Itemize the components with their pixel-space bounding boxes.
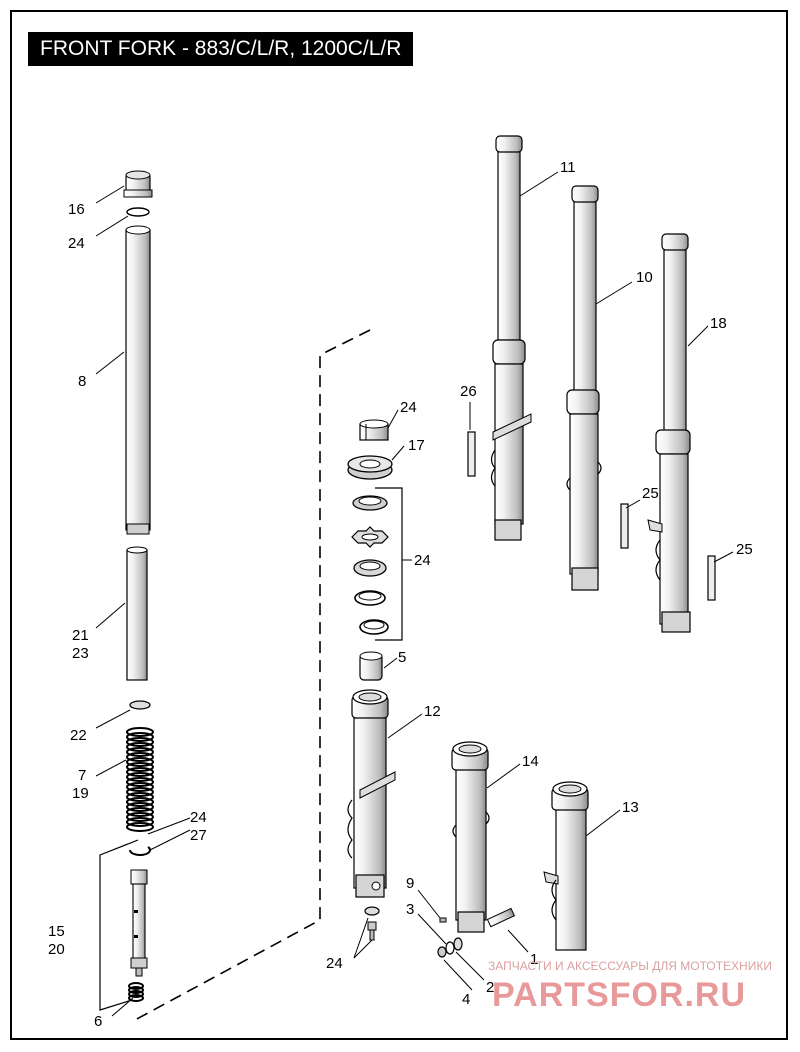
decal-strip-26 [467,431,476,477]
callout-27: 27 [190,827,207,844]
assembly-dash-line [134,329,371,1021]
callout-14: 14 [522,753,539,770]
callout-4: 4 [462,991,470,1008]
callout-21: 21 [72,627,89,644]
oil-seal-17 [347,455,393,480]
callout-19: 19 [72,785,89,802]
callout-7: 7 [78,767,86,784]
callout-9: 9 [406,875,414,892]
callout-24-retaining-ring: 24 [190,809,207,826]
rebound-spring-6 [128,982,144,1002]
callout-8: 8 [78,373,86,390]
retaining-ring-24-27 [129,846,151,856]
bracket-15-20 [99,839,139,1011]
callout-6: 6 [94,1013,102,1030]
diagram-frame [10,10,788,1040]
callout-24-o-ring: 24 [68,235,85,252]
damper-valve-5 [359,651,383,681]
bushing-24 [359,419,389,441]
callout-11: 11 [560,159,576,176]
fork-assembly-10 [566,185,602,591]
callout-2: 2 [486,979,494,996]
fork-spring-7-19 [126,727,154,832]
callout-25-upper: 25 [642,485,659,502]
callout-18: 18 [710,315,727,332]
slider-12 [347,689,396,898]
callout-20: 20 [48,941,65,958]
leader-lines [95,171,734,1017]
callout-5: 5 [398,649,406,666]
watermark-tagline: ЗАПЧАСТИ И АКСЕССУАРЫ ДЛЯ МОТОТЕХНИКИ [488,959,772,973]
callout-10: 10 [636,269,653,286]
fork-assembly-11 [490,135,532,541]
drain-screw-washer-24 [364,906,380,941]
damper-tube-15-20 [130,869,148,977]
callout-16: 16 [68,201,85,218]
bracket-24-rings [375,487,403,641]
callout-3: 3 [406,901,414,918]
fork-cap-bolt-16 [123,170,153,198]
callout-23: 23 [72,645,89,662]
fork-assembly-18 [647,233,691,633]
callout-26: 26 [460,383,477,400]
callout-25-lower: 25 [736,541,753,558]
slider-13 [543,781,589,951]
diagram-title: FRONT FORK - 883/C/L/R, 1200C/L/R [28,32,414,66]
callout-17: 17 [408,437,425,454]
fork-tube-8 [125,225,151,535]
washer-22 [129,700,151,710]
watermark-brand: PARTSFOR.RU [492,976,746,1014]
callout-22: 22 [70,727,87,744]
callout-24-bushing: 24 [400,399,417,416]
reflector-strip-25 [620,503,716,601]
spring-spacer-21-23 [126,546,148,681]
slider-14 [451,741,490,933]
callout-1: 1 [530,951,538,968]
callout-24-drain: 24 [326,955,343,972]
callout-15: 15 [48,923,65,940]
seal-ring-set-24 [351,495,389,635]
callout-13: 13 [622,799,639,816]
o-ring-24 [126,207,150,217]
callout-24-rings: 24 [414,552,431,569]
callout-12: 12 [424,703,441,720]
axle-hardware-1-4-9 [437,907,516,958]
